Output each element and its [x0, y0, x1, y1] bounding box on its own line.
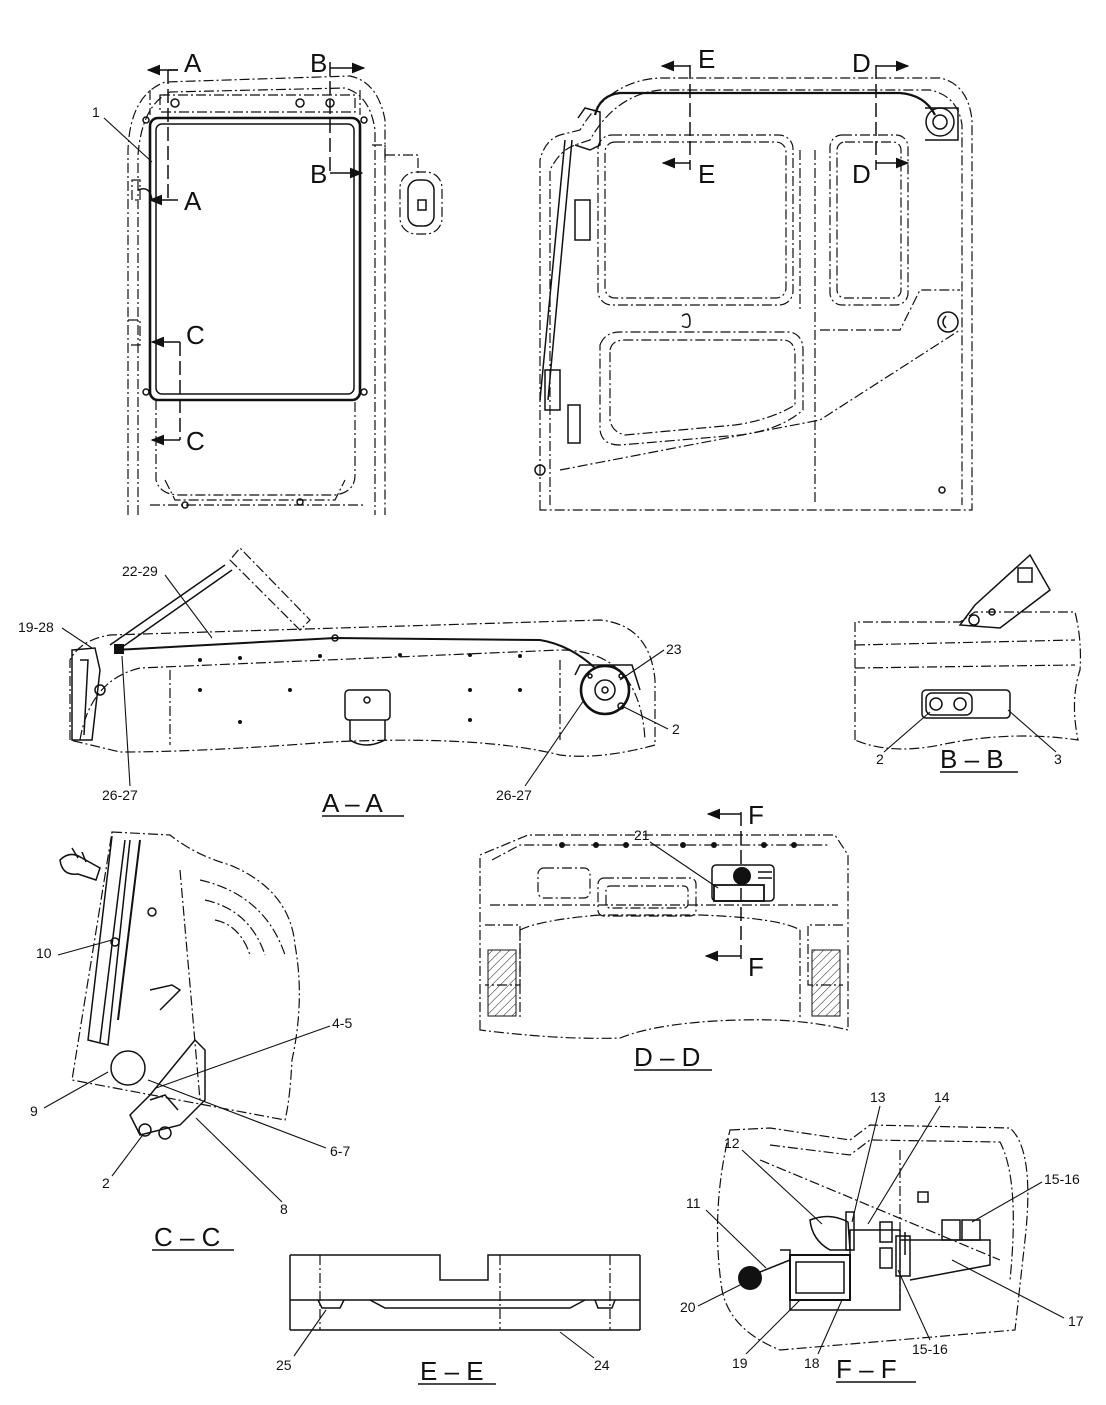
rear-cut-label-c-top: C [186, 320, 205, 350]
ee-callout-24: 24 [594, 1357, 610, 1373]
ff-callout-20: 20 [680, 1299, 696, 1315]
bb-callout-3: 3 [1054, 751, 1062, 767]
ff-callout-19: 19 [732, 1355, 748, 1371]
aa-callout-22-29: 22-29 [122, 563, 158, 579]
side-view: E E D D [534, 44, 973, 511]
section-cc: 10 4-5 9 6-7 2 8 C – C [30, 831, 352, 1252]
bb-title: B – B [940, 744, 1004, 774]
side-cut-label-e-top: E [698, 44, 715, 74]
dd-cut-label-f-top: F [748, 800, 764, 830]
cc-callout-2: 2 [102, 1175, 110, 1191]
dd-title: D – D [634, 1042, 700, 1072]
cc-title: C – C [154, 1222, 220, 1252]
cc-callout-9: 9 [30, 1103, 38, 1119]
aa-callout-26-27-left: 26-27 [102, 787, 138, 803]
rear-cut-label-b-bottom: B [310, 159, 327, 189]
rear-view: A A B B C C 1 [92, 48, 443, 515]
ff-callout-17: 17 [1068, 1313, 1084, 1329]
side-cut-label-d-bottom: D [852, 159, 871, 189]
ff-callout-12: 12 [724, 1135, 740, 1151]
bb-callout-2: 2 [876, 751, 884, 767]
cc-callout-6-7: 6-7 [330, 1143, 350, 1159]
side-cut-label-e-bottom: E [698, 159, 715, 189]
dd-cut-label-f-bottom: F [748, 952, 764, 982]
aa-callout-2: 2 [672, 721, 680, 737]
rear-cut-label-a-top: A [184, 48, 202, 78]
ee-title: E – E [420, 1356, 484, 1386]
ff-callout-18: 18 [804, 1355, 820, 1371]
cc-callout-4-5: 4-5 [332, 1015, 352, 1031]
ff-callout-11: 11 [686, 1195, 701, 1211]
callout-1: 1 [92, 104, 100, 120]
aa-callout-23: 23 [666, 641, 682, 657]
section-aa: 22-29 19-28 23 2 26-27 26-27 A – A [18, 547, 682, 818]
rear-cut-label-b-top: B [310, 48, 327, 78]
aa-callout-26-27-right: 26-27 [496, 787, 532, 803]
section-bb: 2 3 B – B [854, 553, 1082, 774]
ee-callout-25: 25 [276, 1357, 292, 1373]
rear-cut-label-a-bottom: A [184, 186, 202, 216]
cc-callout-8: 8 [280, 1201, 288, 1217]
ff-callout-14: 14 [934, 1089, 950, 1105]
ff-callout-15-16-bottom: 15-16 [912, 1341, 948, 1357]
ff-callout-15-16-top: 15-16 [1044, 1171, 1080, 1187]
side-cut-label-d-top: D [852, 48, 871, 78]
aa-title: A – A [322, 788, 383, 818]
dd-callout-21: 21 [634, 827, 650, 843]
ff-title: F – F [836, 1354, 897, 1384]
section-ff: 13 14 12 15-16 11 20 19 18 15-16 17 F – … [680, 1089, 1084, 1384]
cc-callout-10: 10 [36, 945, 52, 961]
section-ee: 25 24 E – E [276, 1254, 641, 1386]
rear-cut-label-c-bottom: C [186, 426, 205, 456]
section-dd: F F 21 D – D [479, 800, 849, 1072]
aa-callout-19-28: 19-28 [18, 619, 54, 635]
ff-callout-13: 13 [870, 1089, 886, 1105]
